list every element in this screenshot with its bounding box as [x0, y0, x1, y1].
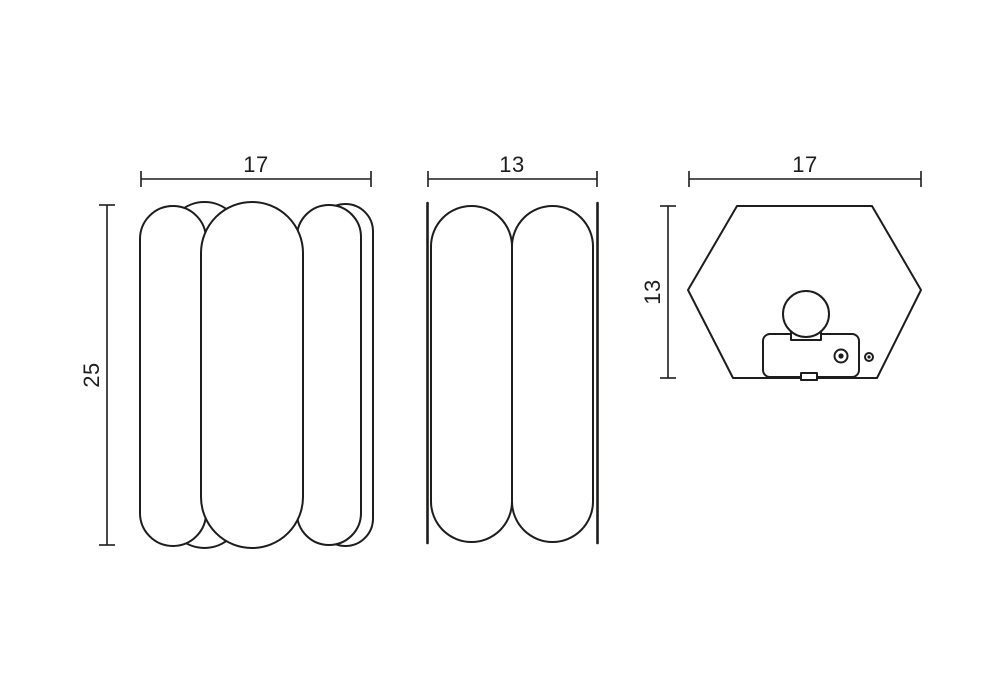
screw-center-dot	[838, 353, 844, 359]
top-width-dimension: 17	[688, 152, 922, 187]
screw-head-icon	[864, 352, 874, 362]
front-arc-panel-left	[139, 205, 207, 547]
side-arc-panel-right	[511, 205, 594, 543]
front-height-dimension: 25	[79, 204, 115, 546]
front-width-label: 17	[243, 152, 268, 177]
side-view: 13	[426, 152, 599, 545]
light-bulb	[782, 290, 830, 338]
screw-center-dot	[867, 355, 871, 359]
top-width-label: 17	[792, 152, 817, 177]
bracket-bottom-notch	[800, 372, 818, 381]
side-arc-panel-left	[430, 205, 513, 543]
side-width-dimension: 13	[427, 152, 598, 187]
side-view-shade	[426, 201, 599, 545]
front-height-label: 25	[79, 362, 104, 387]
screw-small	[864, 352, 874, 362]
front-arc-panel-right	[296, 204, 362, 546]
screw-large	[833, 348, 849, 364]
front-width-dimension: 17	[140, 152, 372, 187]
top-view-shade	[687, 205, 922, 381]
top-depth-label: 13	[640, 279, 665, 304]
top-view: 17 13	[640, 152, 922, 381]
front-arc-panel-center	[200, 201, 304, 549]
screw-head-icon	[833, 348, 849, 364]
top-depth-dimension: 13	[640, 205, 676, 379]
front-view-shade	[139, 201, 374, 549]
side-width-label: 13	[499, 152, 524, 177]
front-view: 17 25	[79, 152, 374, 549]
